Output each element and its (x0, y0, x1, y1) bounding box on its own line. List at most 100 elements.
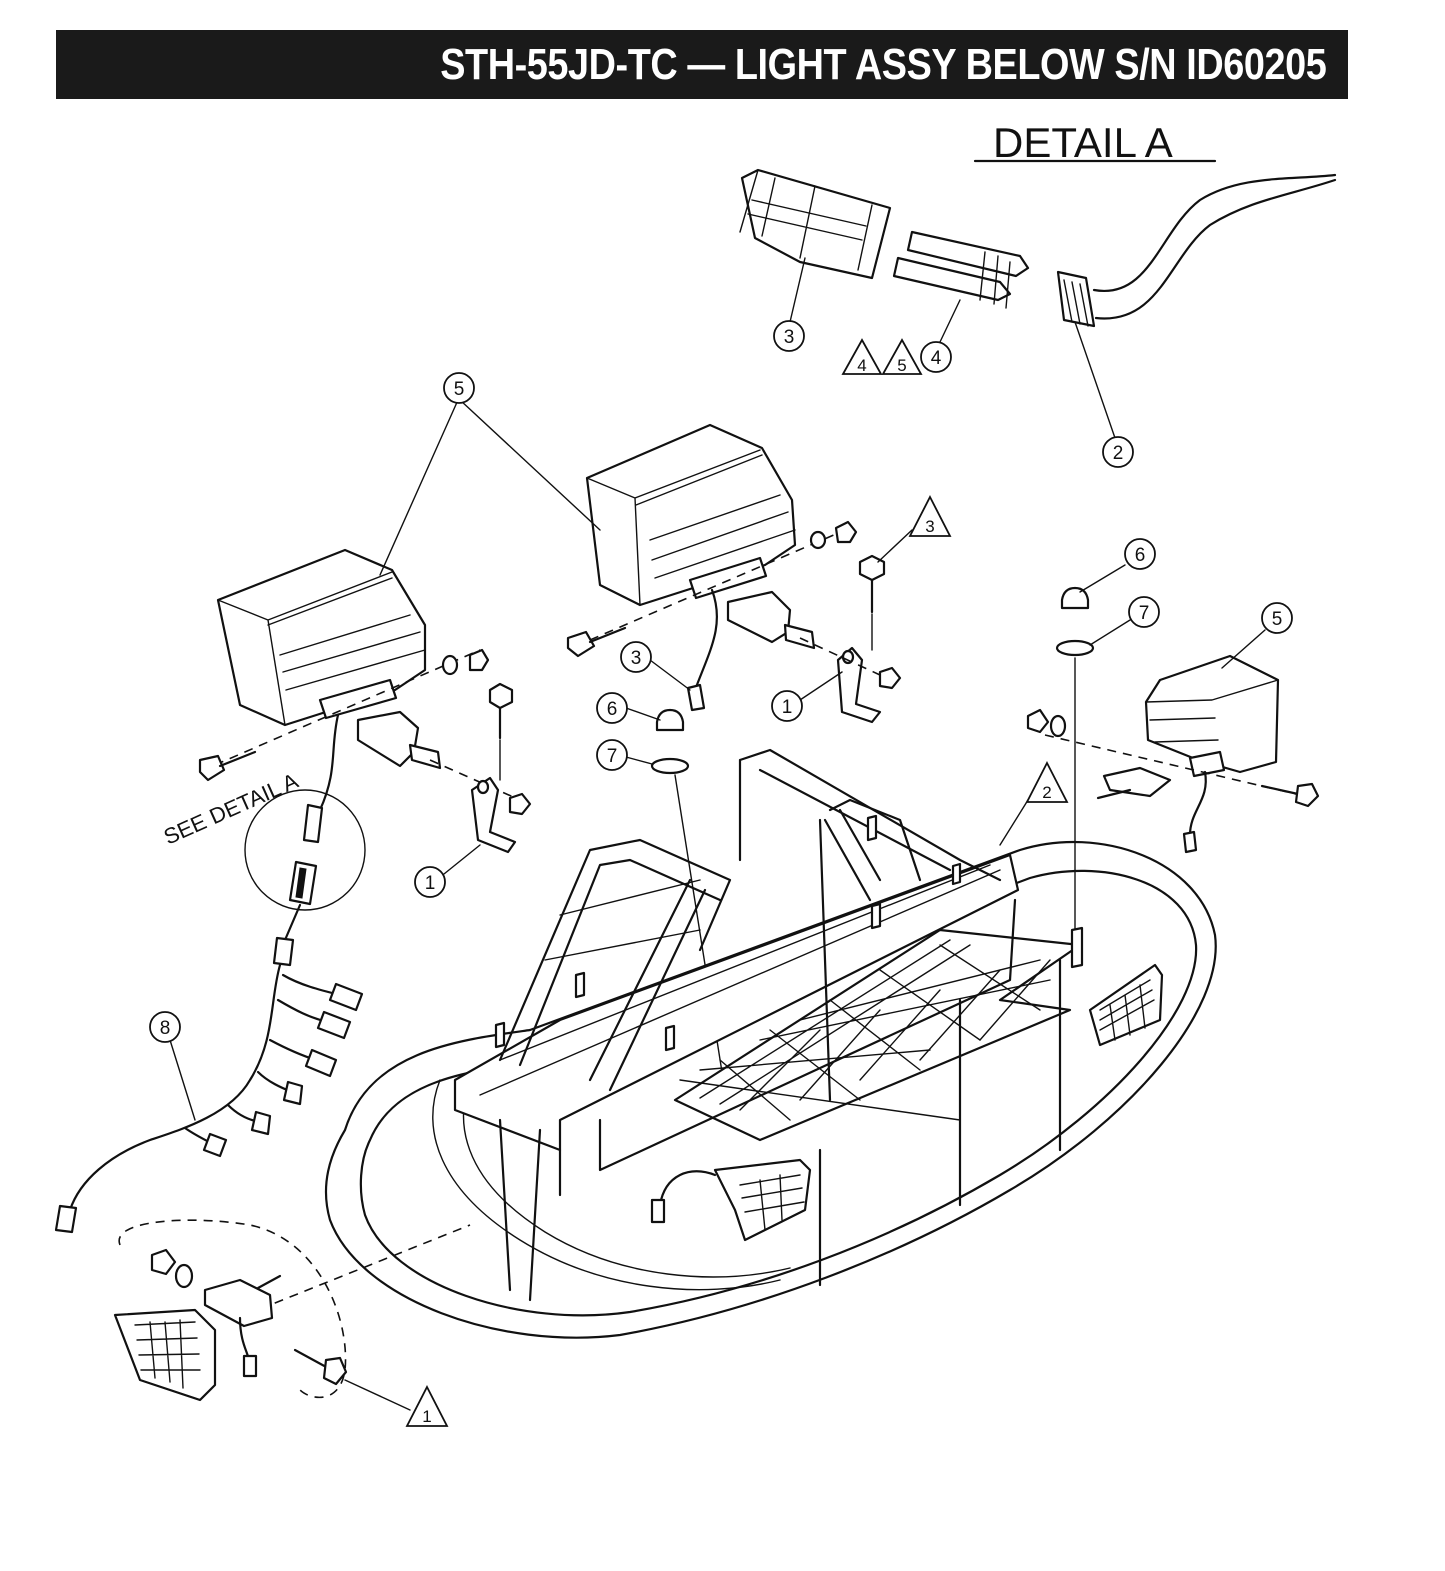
hex-bolt-left (488, 682, 514, 781)
svg-text:3: 3 (631, 648, 642, 669)
note-triangle-1: 1 (405, 1385, 449, 1427)
bolt-left-light (198, 750, 257, 782)
leader-c6b (1079, 564, 1126, 593)
front-left-light-group-outline (118, 1219, 347, 1399)
work-light-front-left (113, 1308, 217, 1402)
leader-c1a (443, 844, 481, 875)
detail-a-circle (244, 789, 366, 911)
leader-c1b (799, 671, 843, 701)
callout-8-harness: 8 (149, 1011, 181, 1043)
leader-note2 (999, 799, 1029, 846)
leader-c3a (789, 257, 806, 323)
note-triangle-3: 3 (908, 495, 952, 537)
callout-7-right: 7 (1128, 596, 1160, 628)
callout-7-center: 7 (596, 739, 628, 771)
leader-c2 (1074, 321, 1116, 439)
svg-text:7: 7 (607, 746, 618, 767)
svg-text:3: 3 (925, 517, 934, 536)
svg-text:1: 1 (422, 1407, 431, 1426)
assembly-line-front-left-light (244, 1224, 471, 1316)
callout-1-left: 1 (414, 866, 446, 898)
harness-plug-part-2 (1056, 173, 1337, 328)
assembly-line-right-light (1044, 734, 1301, 796)
work-light-left (216, 548, 427, 812)
leader-c4 (939, 299, 961, 343)
svg-text:2: 2 (1113, 443, 1124, 464)
leader-c5a-center (459, 399, 601, 531)
callout-3-detail: 3 (773, 320, 805, 352)
harness-lead (283, 903, 302, 942)
svg-text:4: 4 (857, 356, 866, 375)
mount-bracket-part-1-left (470, 776, 517, 854)
roll-cage-center (738, 748, 1002, 1102)
engine-mount-frame (453, 853, 1062, 1302)
mount-posts (494, 814, 1084, 1052)
callout-3-center: 3 (620, 641, 652, 673)
light-bracket-right (1096, 766, 1172, 800)
leader-c5b (1221, 629, 1266, 669)
leader-c8 (169, 1039, 196, 1121)
callout-6-center: 6 (596, 692, 628, 724)
bolt-front-left (293, 1348, 348, 1386)
leader-c6a (625, 707, 661, 721)
light-bracket-left (356, 710, 442, 770)
bolt-right-light (1260, 782, 1320, 808)
page-title: STH-55JD-TC — LIGHT ASSY BELOW S/N ID602… (439, 39, 1327, 89)
work-light-center (585, 423, 797, 712)
svg-text:1: 1 (782, 697, 793, 718)
cap-nut-washer-center (650, 708, 729, 1111)
leader-c7b (1089, 619, 1131, 646)
nut-washer-front-left (150, 1248, 194, 1289)
callout-2-detail: 2 (1102, 436, 1134, 468)
leader-note3 (877, 529, 913, 563)
leader-c3b (649, 659, 691, 691)
work-light-right (1144, 654, 1280, 854)
svg-text:2: 2 (1042, 783, 1051, 802)
svg-text:6: 6 (1135, 545, 1146, 566)
svg-text:8: 8 (160, 1018, 171, 1039)
connector-housing-part-3 (739, 168, 892, 280)
svg-text:5: 5 (454, 379, 465, 400)
note-triangle-5: 5 (881, 338, 923, 375)
terminal-pins-part-4 (892, 230, 1030, 309)
page-title-bar: STH-55JD-TC — LIGHT ASSY BELOW S/N ID602… (56, 30, 1348, 99)
connector-in-circle (288, 803, 324, 906)
trowel-guard-ring (324, 840, 1217, 1339)
svg-text:1: 1 (425, 873, 436, 894)
bracket-front-left (203, 1274, 282, 1378)
work-light-front-center (650, 1158, 812, 1242)
leader-note1 (344, 1379, 411, 1411)
roll-cage-left (498, 838, 732, 1092)
note-triangle-4: 4 (841, 338, 883, 375)
svg-text:4: 4 (931, 348, 942, 369)
assembly-line-left-light (214, 649, 481, 766)
washer-nut-left-light (441, 648, 490, 676)
bolt-center-light (566, 626, 627, 658)
svg-text:7: 7 (1139, 603, 1150, 624)
nut-left-bracket (508, 792, 532, 816)
leader-c5a-left (379, 399, 459, 576)
washer-nut-center-light (809, 520, 858, 550)
callout-1-center: 1 (771, 690, 803, 722)
work-light-front-right (1088, 963, 1164, 1047)
light-bracket-center (726, 590, 816, 650)
wire-harness-part-8 (54, 936, 364, 1234)
nut-center-bracket (878, 666, 902, 690)
svg-text:3: 3 (784, 327, 795, 348)
callout-6-right: 6 (1124, 538, 1156, 570)
callout-5-top: 5 (443, 372, 475, 404)
svg-text:5: 5 (897, 356, 906, 375)
callout-4-detail: 4 (920, 341, 952, 373)
svg-text:6: 6 (607, 699, 618, 720)
detail-a-heading: DETAIL A (993, 119, 1173, 166)
cap-nut-washer-right (1055, 586, 1095, 931)
assembly-line-left-bracket (429, 759, 521, 801)
see-detail-a-label: SEE DETAIL A (160, 768, 302, 850)
hex-bolt-center (858, 554, 886, 651)
note-triangle-2: 2 (1025, 761, 1069, 803)
svg-text:5: 5 (1272, 609, 1283, 630)
mount-bracket-part-1-center (836, 646, 882, 724)
leader-c7a (625, 756, 653, 765)
washer-nut-right-light (1026, 708, 1067, 738)
